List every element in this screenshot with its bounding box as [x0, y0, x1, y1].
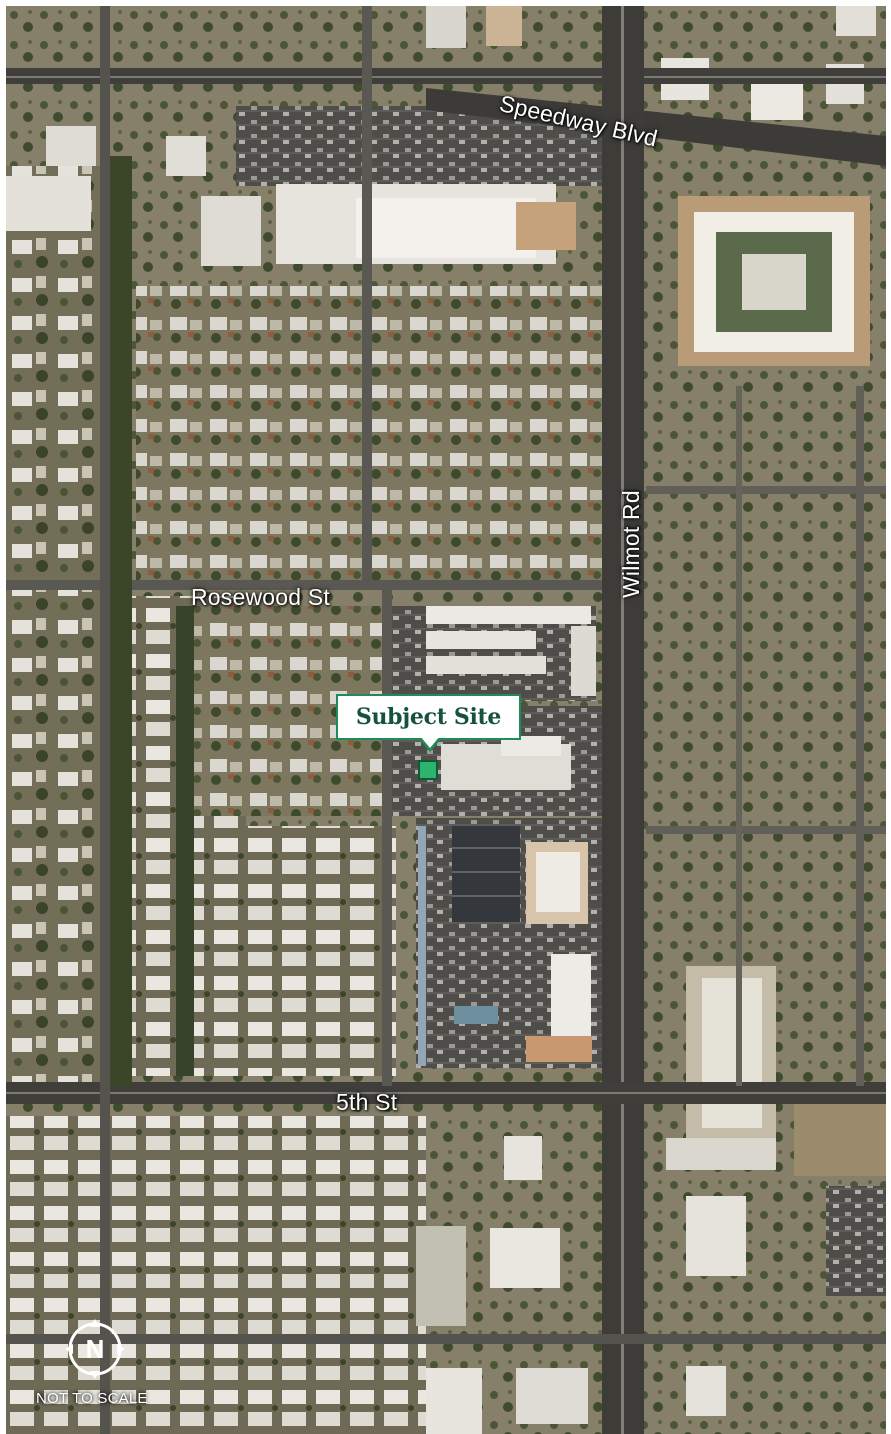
callout-pointer — [418, 736, 442, 752]
subject-site-callout: Subject Site — [336, 694, 521, 740]
scale-note: NOT TO SCALE — [36, 1390, 148, 1407]
compass-letter: N — [86, 1334, 105, 1364]
road-label-rosewood: Rosewood St — [191, 584, 330, 610]
road-label-5th-st: 5th St — [336, 1089, 398, 1115]
road-label-wilmot: Wilmot Rd — [618, 490, 644, 598]
site-marker-icon — [418, 760, 438, 780]
north-compass-icon: N — [65, 1319, 125, 1379]
